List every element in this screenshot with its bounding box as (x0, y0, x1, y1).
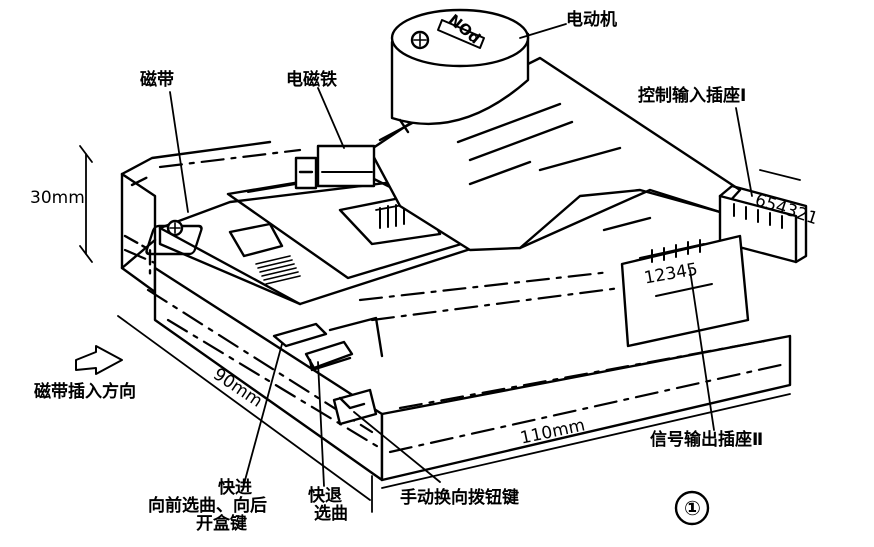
fast-forward-label: 快进 (218, 478, 252, 498)
rewind-desc: 选曲 (314, 504, 348, 524)
insertion-arrow (75, 345, 123, 375)
fast-forward-desc: 向前选曲、向后 (148, 496, 267, 516)
motor (390, 8, 530, 134)
figure-number: ① (684, 496, 701, 520)
solenoid (294, 144, 376, 190)
dimension-lines (79, 145, 801, 513)
tape-direction-label: 磁带插入方向 (34, 382, 136, 402)
manual-reverse-label: 手动换向拨钮键 (400, 488, 519, 508)
signal-socket (620, 234, 750, 348)
signal-socket-label: 信号输出插座Ⅱ (650, 430, 764, 450)
figure-number-circle (674, 490, 710, 526)
control-socket-label: 控制输入插座Ⅰ (638, 86, 747, 106)
fast-forward-desc-2: 开盒键 (196, 514, 247, 534)
face-center-lines (123, 148, 787, 454)
solenoid-label: 电磁铁 (286, 70, 337, 90)
rewind-label: 快退 (308, 486, 342, 506)
tape-label: 磁带 (140, 70, 174, 90)
motor-label: 电动机 (566, 10, 617, 30)
height-dimension: 30mm (30, 188, 85, 208)
